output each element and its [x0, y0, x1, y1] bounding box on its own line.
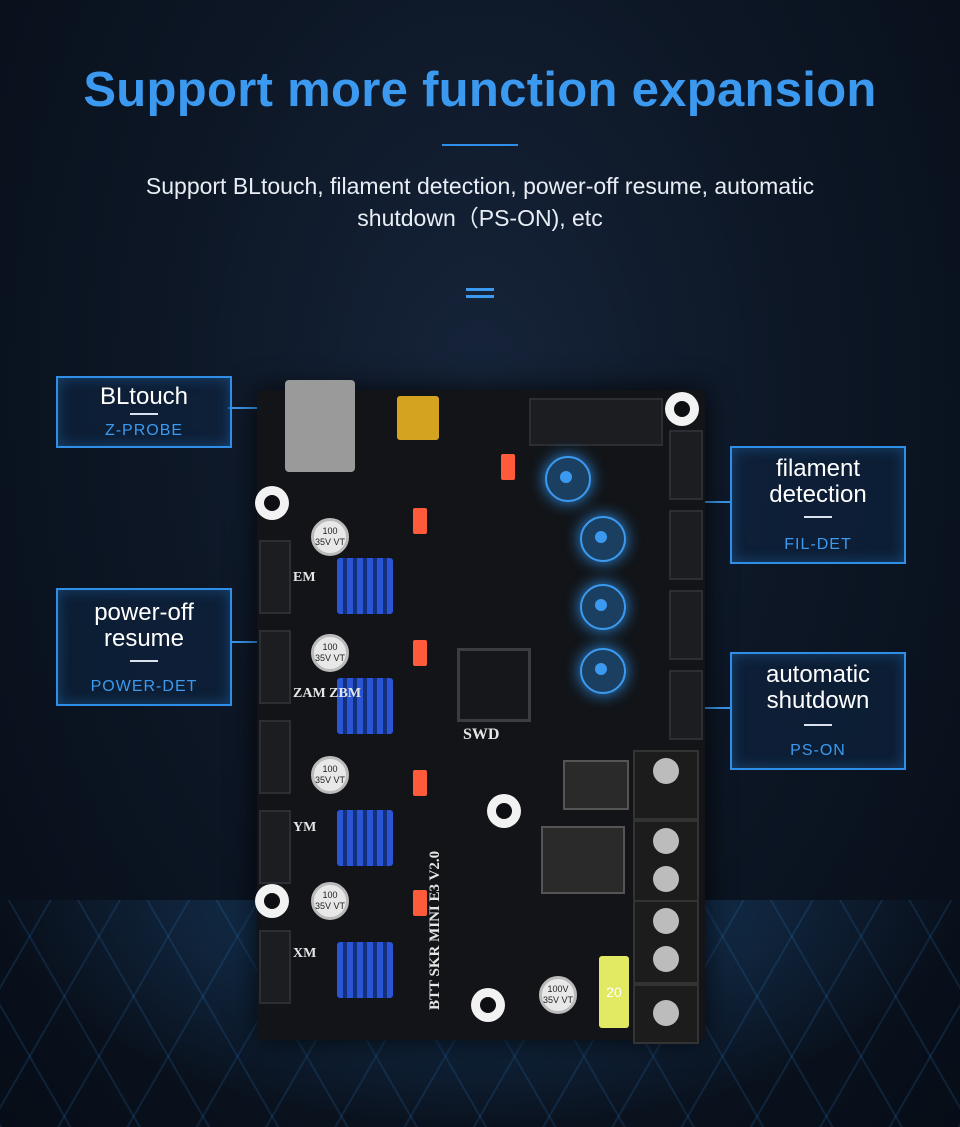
board-name: BTT SKR MINI E3 V2.0 — [427, 850, 443, 1010]
page-subtitle: Support BLtouch, filament detection, pow… — [100, 170, 860, 234]
callout-power: power-off resume POWER-DET — [56, 588, 232, 706]
fuse: 20 — [599, 956, 629, 1028]
motor-connector — [259, 630, 291, 704]
callout-dash — [804, 724, 832, 726]
endstop-connector — [669, 510, 703, 580]
terminal-block — [633, 750, 699, 820]
endstop-connector — [669, 590, 703, 660]
jumper — [413, 890, 427, 916]
endstop-connector — [669, 670, 703, 740]
marker-pson — [580, 648, 626, 694]
callout-label: filament — [775, 455, 861, 482]
callout-tag: PS-ON — [790, 742, 846, 759]
capacitor: 100 35V VT — [311, 756, 349, 794]
terminal-block — [633, 984, 699, 1044]
marker-zprobe — [545, 456, 591, 502]
motor-label: ZAM ZBM — [293, 686, 362, 701]
jumper — [413, 508, 427, 534]
callout-label: shutdown — [766, 687, 870, 714]
motor-connector — [259, 810, 291, 884]
swd-label: SWD — [463, 726, 500, 743]
terminal-block — [633, 900, 699, 984]
callout-label: resume — [103, 625, 185, 652]
mainboard-image: 100 35V VT 100 35V VT 100 35V VT 100 35V… — [255, 380, 705, 1044]
mcu-chip — [457, 648, 531, 722]
motor-connector — [259, 720, 291, 794]
callout-tag: Z-PROBE — [104, 422, 184, 439]
callout-label: power-off — [94, 599, 194, 626]
callout-dash — [130, 660, 158, 662]
terminal-block — [633, 820, 699, 904]
callout-dash — [130, 413, 158, 415]
mosfet — [563, 760, 629, 810]
marker-power — [580, 584, 626, 630]
stepper-heatsink — [337, 942, 393, 998]
mount-hole — [471, 988, 505, 1022]
sd-card-slot — [285, 380, 355, 472]
stepper-heatsink — [337, 810, 393, 866]
mount-hole — [255, 486, 289, 520]
jumper — [501, 454, 515, 480]
motor-label: XM — [293, 946, 317, 961]
stepper-heatsink — [337, 678, 393, 734]
motor-connector — [259, 930, 291, 1004]
callout-filament: filament detection FIL-DET — [730, 446, 906, 564]
callout-label: BLtouch — [99, 383, 189, 410]
capacitor: 100 35V VT — [311, 634, 349, 672]
motor-connector — [259, 540, 291, 614]
callout-bltouch: BLtouch Z-PROBE — [56, 376, 232, 448]
motor-label: YM — [293, 820, 317, 835]
subtitle-line-1: Support BLtouch, filament detection, pow… — [145, 173, 815, 199]
title-underline — [442, 144, 518, 146]
capacitor: 100 35V VT — [311, 882, 349, 920]
endstop-connector — [669, 430, 703, 500]
equals-divider-icon — [466, 288, 494, 300]
callout-tag: FIL-DET — [784, 536, 852, 553]
marker-filament — [580, 516, 626, 562]
mount-hole — [487, 794, 521, 828]
callout-label: automatic — [765, 661, 871, 688]
callout-shutdown: automatic shutdown PS-ON — [730, 652, 906, 770]
capacitor: 100V 35V VT — [539, 976, 577, 1014]
jumper — [413, 770, 427, 796]
page-title: Support more function expansion — [83, 63, 877, 117]
callout-dash — [804, 516, 832, 518]
mount-hole — [255, 884, 289, 918]
motor-label: EM — [293, 570, 316, 585]
usb-port — [397, 396, 439, 440]
subtitle-line-2: shutdown（PS-ON), etc — [357, 205, 603, 231]
mount-hole — [665, 392, 699, 426]
exp-header — [529, 398, 663, 446]
callout-tag: POWER-DET — [90, 678, 198, 695]
callout-label: detection — [769, 481, 867, 508]
jumper — [413, 640, 427, 666]
stepper-heatsink — [337, 558, 393, 614]
mosfet — [541, 826, 625, 894]
capacitor: 100 35V VT — [311, 518, 349, 556]
